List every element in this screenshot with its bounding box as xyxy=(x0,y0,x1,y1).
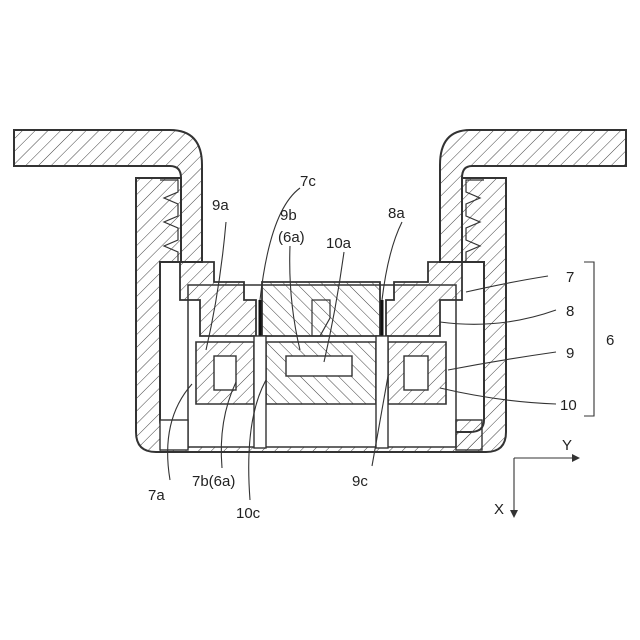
label-7b: 7b(6a) xyxy=(192,473,235,490)
member-9-center-inner xyxy=(286,356,352,376)
member-8-plate xyxy=(262,282,380,336)
label-9b-sub: (6a) xyxy=(278,229,305,246)
label-7: 7 xyxy=(566,269,574,286)
bottom-left-block xyxy=(160,420,188,450)
label-7a: 7a xyxy=(148,487,165,504)
axis-x-arrowhead xyxy=(510,510,518,518)
label-9: 9 xyxy=(566,345,574,362)
member-9-right-inner xyxy=(404,356,428,390)
label-8a: 8a xyxy=(388,205,405,222)
label-9c: 9c xyxy=(352,473,368,490)
label-6: 6 xyxy=(606,332,614,349)
axis-y-label: Y xyxy=(562,437,572,454)
bracket-6 xyxy=(584,262,594,416)
label-10a: 10a xyxy=(326,235,352,252)
label-8: 8 xyxy=(566,303,574,320)
bottom-right-block xyxy=(456,420,482,450)
label-9b: 9b xyxy=(280,207,297,224)
label-10c: 10c xyxy=(236,505,261,522)
member-9-left-inner xyxy=(214,356,236,390)
axis-y-arrowhead xyxy=(572,454,580,462)
label-10: 10 xyxy=(560,397,577,414)
label-9a: 9a xyxy=(212,197,229,214)
label-7c: 7c xyxy=(300,173,316,190)
axis-x-label: X xyxy=(494,501,504,518)
